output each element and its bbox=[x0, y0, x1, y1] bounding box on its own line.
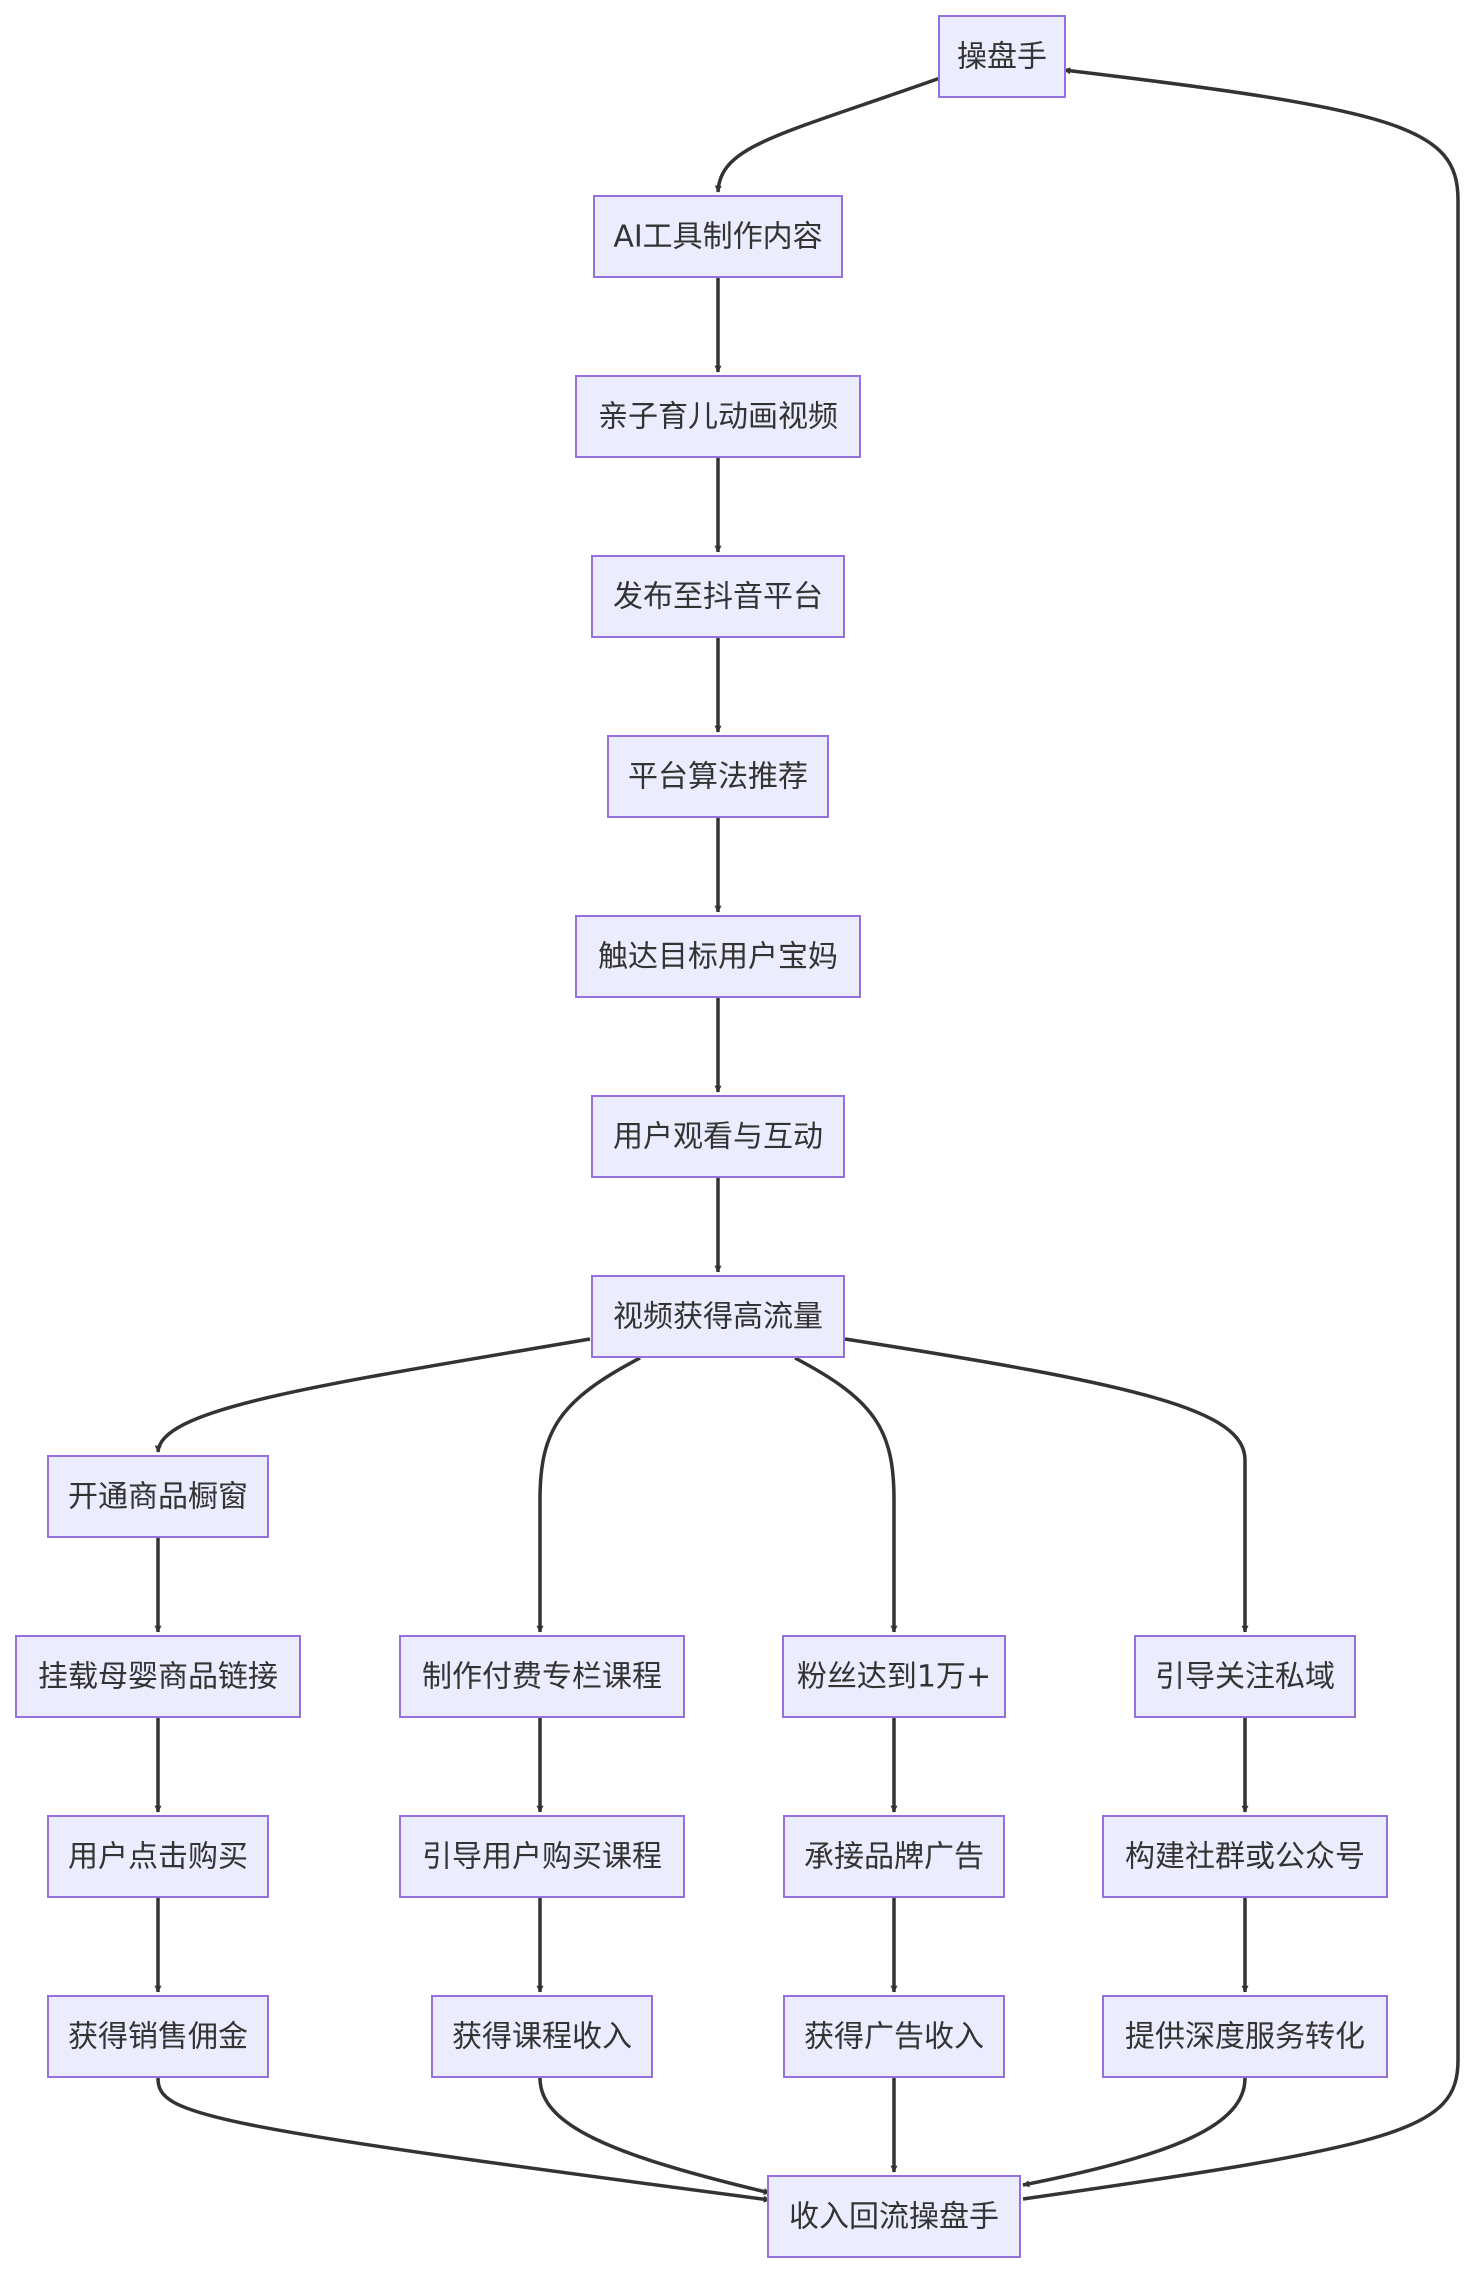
node-course-income[interactable]: 获得课程收入 bbox=[431, 1995, 653, 2078]
node-brand-ads[interactable]: 承接品牌广告 bbox=[783, 1815, 1005, 1898]
node-user-click-buy-label: 用户点击购买 bbox=[68, 1840, 248, 1875]
node-user-click-buy[interactable]: 用户点击购买 bbox=[47, 1815, 269, 1898]
node-operator[interactable]: 操盘手 bbox=[938, 15, 1066, 98]
node-paid-course-label: 制作付费专栏课程 bbox=[422, 1660, 662, 1695]
node-publish-douyin[interactable]: 发布至抖音平台 bbox=[591, 555, 845, 638]
node-open-showcase[interactable]: 开通商品橱窗 bbox=[47, 1455, 269, 1538]
node-mount-links[interactable]: 挂载母婴商品链接 bbox=[15, 1635, 301, 1718]
node-watch-interact[interactable]: 用户观看与互动 bbox=[591, 1095, 845, 1178]
node-course-income-label: 获得课程收入 bbox=[452, 2020, 632, 2055]
edges-layer bbox=[154, 67, 1460, 2203]
node-income-back[interactable]: 收入回流操盘手 bbox=[767, 2175, 1021, 2258]
edge-income-back-to-operator bbox=[1022, 67, 1460, 2201]
node-fans-10k[interactable]: 粉丝达到1万+ bbox=[782, 1635, 1006, 1718]
edge-deep-service-to-income-back bbox=[1022, 2077, 1247, 2188]
node-ai-content[interactable]: AI工具制作内容 bbox=[593, 195, 843, 278]
edge-operator-to-ai-content bbox=[714, 75, 944, 193]
edge-course-income-to-income-back bbox=[538, 2077, 771, 2195]
node-ad-income[interactable]: 获得广告收入 bbox=[783, 1995, 1005, 2078]
edge-sales-commission-to-income-back bbox=[156, 2077, 771, 2203]
node-ad-income-label: 获得广告收入 bbox=[804, 2020, 984, 2055]
node-high-traffic-label: 视频获得高流量 bbox=[613, 1300, 823, 1335]
node-guide-buy-course-label: 引导用户购买课程 bbox=[422, 1840, 662, 1875]
node-animation-video[interactable]: 亲子育儿动画视频 bbox=[575, 375, 861, 458]
edge-high-traffic-to-open-showcase bbox=[154, 1337, 591, 1453]
edge-high-traffic-to-paid-course bbox=[536, 1356, 641, 1633]
node-animation-video-label: 亲子育儿动画视频 bbox=[598, 400, 838, 435]
node-sales-commission-label: 获得销售佣金 bbox=[68, 2020, 248, 2055]
node-mount-links-label: 挂载母婴商品链接 bbox=[38, 1660, 278, 1695]
node-deep-service-label: 提供深度服务转化 bbox=[1125, 2020, 1365, 2055]
node-ai-content-label: AI工具制作内容 bbox=[613, 220, 822, 255]
node-paid-course[interactable]: 制作付费专栏课程 bbox=[399, 1635, 685, 1718]
node-community-label: 构建社群或公众号 bbox=[1125, 1840, 1365, 1875]
node-algorithm-label: 平台算法推荐 bbox=[628, 760, 808, 795]
node-reach-moms[interactable]: 触达目标用户宝妈 bbox=[575, 915, 861, 998]
node-private-domain-label: 引导关注私域 bbox=[1155, 1660, 1335, 1695]
node-guide-buy-course[interactable]: 引导用户购买课程 bbox=[399, 1815, 685, 1898]
node-private-domain[interactable]: 引导关注私域 bbox=[1134, 1635, 1356, 1718]
node-brand-ads-label: 承接品牌广告 bbox=[804, 1840, 984, 1875]
node-reach-moms-label: 触达目标用户宝妈 bbox=[598, 940, 838, 975]
nodes-layer: 操盘手 AI工具制作内容 亲子育儿动画视频 发布至抖音平台 平台算法推荐 触达目… bbox=[15, 15, 1388, 2258]
node-open-showcase-label: 开通商品橱窗 bbox=[68, 1480, 248, 1515]
node-high-traffic[interactable]: 视频获得高流量 bbox=[591, 1275, 845, 1358]
node-sales-commission[interactable]: 获得销售佣金 bbox=[47, 1995, 269, 2078]
node-watch-interact-label: 用户观看与互动 bbox=[613, 1120, 823, 1155]
node-community[interactable]: 构建社群或公众号 bbox=[1102, 1815, 1388, 1898]
node-income-back-label: 收入回流操盘手 bbox=[789, 2200, 999, 2235]
node-deep-service[interactable]: 提供深度服务转化 bbox=[1102, 1995, 1388, 2078]
node-operator-label: 操盘手 bbox=[957, 40, 1047, 75]
edge-high-traffic-to-private-domain bbox=[844, 1337, 1249, 1633]
node-algorithm[interactable]: 平台算法推荐 bbox=[607, 735, 829, 818]
node-fans-10k-label: 粉丝达到1万+ bbox=[797, 1660, 991, 1695]
edge-high-traffic-to-fans-10k bbox=[794, 1356, 898, 1633]
node-publish-douyin-label: 发布至抖音平台 bbox=[613, 580, 823, 615]
